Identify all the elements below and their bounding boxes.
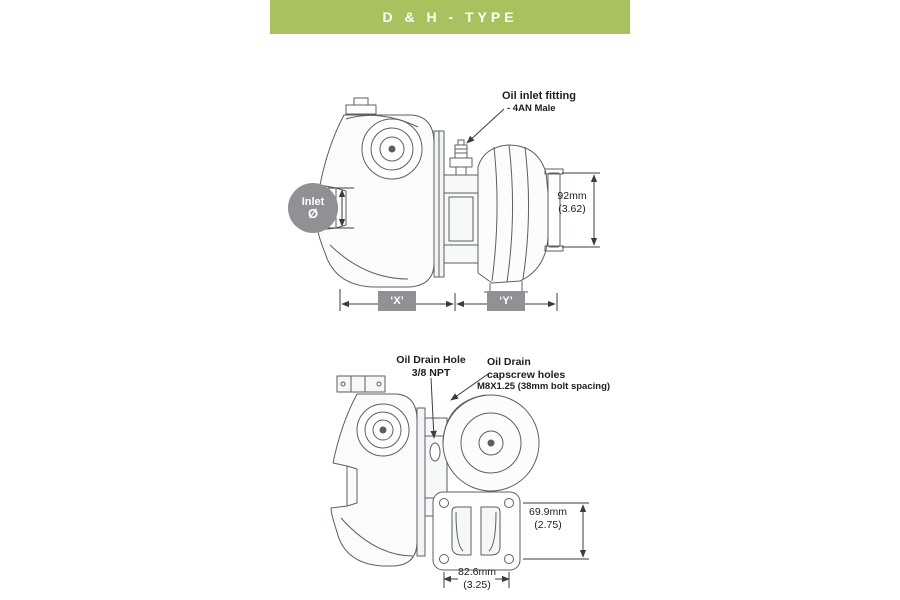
flange-port-left <box>451 506 472 556</box>
diameter-symbol: Ø <box>307 206 319 221</box>
height-dimension-69mm: 69.9mm (2.75) <box>524 506 572 532</box>
top-view-drawing <box>317 97 600 311</box>
bolt-hole <box>504 498 514 508</box>
dimension-value: 69.9mm <box>529 506 567 518</box>
bolt-hole <box>439 498 449 508</box>
compressor-housing <box>317 97 435 288</box>
oil-drain-hole <box>429 442 441 462</box>
backplate <box>433 130 445 278</box>
capscrew-leader-line <box>450 373 489 401</box>
oil-inlet-callout-line1: Oil inlet fitting <box>502 90 576 102</box>
oil-inlet-fitting <box>449 139 473 176</box>
inlet-badge-label: Inlet <box>301 196 325 208</box>
x-label-text: ‘X’ <box>390 295 404 307</box>
bolt-hole <box>504 554 514 564</box>
compressor-housing-bottom <box>330 375 418 567</box>
turbine-housing <box>477 144 564 293</box>
drain-callout-line2: 3/8 NPT <box>411 366 451 379</box>
drain-callout-line1: Oil Drain Hole <box>396 354 466 366</box>
dimension-value: 82.6mm <box>458 566 496 578</box>
height-dimension-92mm: 92mm (3.62) <box>552 190 592 216</box>
dimension-inches: (3.25) <box>463 579 491 591</box>
y-dimension-label: ‘Y’ <box>487 291 525 311</box>
oil-inlet-callout-line2: - 4AN Male <box>507 102 556 114</box>
turbine-scroll <box>442 394 540 492</box>
dimension-inches: (2.75) <box>534 519 562 531</box>
oil-inlet-callout: Oil inlet fitting - 4AN Male <box>502 90 617 115</box>
oil-inlet-leader-line <box>466 108 505 144</box>
header-banner: D & H - TYPE <box>270 0 630 34</box>
drain-hole-leader-line <box>430 377 437 439</box>
bottom-dimension-lines <box>430 373 589 588</box>
inlet-diameter-badge: Inlet Ø <box>288 183 338 233</box>
capscrew-holes-callout: Oil Drain capscrew holes M8X1.25 (38mm b… <box>477 356 627 394</box>
x-dimension-label: ‘X’ <box>378 291 416 311</box>
flange-port-right <box>480 506 501 556</box>
page-title: D & H - TYPE <box>382 9 518 25</box>
y-label-text: ‘Y’ <box>499 295 513 307</box>
oil-drain-hole-callout: Oil Drain Hole 3/8 NPT <box>390 354 472 379</box>
capscrew-callout-line1: Oil Drain <box>487 356 531 368</box>
backplate-bottom <box>416 407 426 557</box>
dimension-value: 92mm <box>557 190 587 202</box>
bearing-housing <box>443 174 479 264</box>
dimension-inches: (3.62) <box>558 203 586 215</box>
capscrew-callout-line2: capscrew holes <box>487 368 566 381</box>
bottom-view-drawing <box>330 373 589 588</box>
bolt-hole <box>439 554 449 564</box>
width-dimension-82mm: 82.6mm (3.25) <box>445 566 509 592</box>
t4-flange <box>432 491 521 571</box>
capscrew-callout-line3: M8X1.25 (38mm bolt spacing) <box>477 381 611 392</box>
